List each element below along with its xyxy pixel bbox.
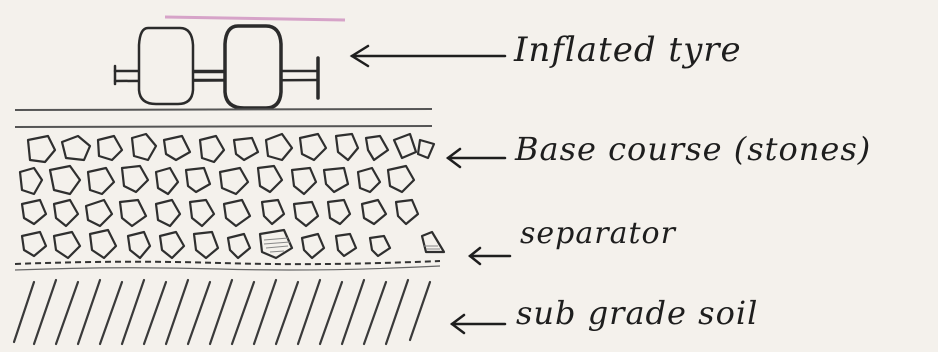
separator-underline bbox=[15, 266, 440, 270]
base-course-stones bbox=[20, 134, 444, 258]
label-separator: separator bbox=[520, 216, 676, 251]
surface-line-bottom bbox=[15, 126, 432, 127]
right-tyre bbox=[225, 26, 281, 108]
leader-arrows bbox=[352, 46, 510, 333]
surface-line-top bbox=[15, 109, 432, 110]
label-inflated-tyre: Inflated tyre bbox=[514, 30, 742, 70]
label-subgrade-soil: sub grade soil bbox=[516, 294, 758, 332]
left-tyre bbox=[139, 28, 193, 104]
label-base-course: Base course (stones) bbox=[515, 130, 871, 168]
separator-line bbox=[15, 261, 440, 264]
subgrade-soil-hatching bbox=[14, 280, 430, 344]
wheel-assembly bbox=[115, 26, 318, 108]
highlight-stroke bbox=[165, 17, 345, 20]
